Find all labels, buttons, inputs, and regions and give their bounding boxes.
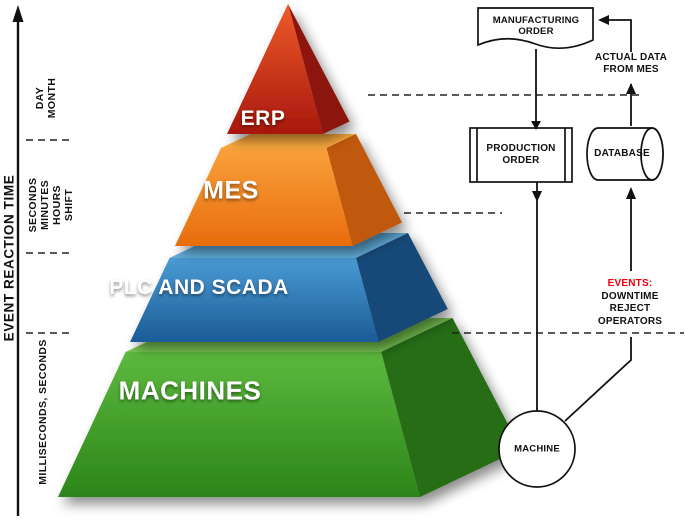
actual-data-line1: ACTUAL DATA — [594, 52, 668, 63]
axis-label-hours: HOURS — [51, 185, 63, 225]
arrowhead-down-po-machine-icon — [532, 191, 542, 202]
production-order-line1: PRODUCTION — [486, 143, 556, 154]
flowchart-shapes — [469, 7, 664, 488]
events-heading: EVENTS: — [607, 278, 653, 289]
events-item-reject: REJECT — [609, 303, 651, 314]
events-label-block: EVENTS: DOWNTIME REJECT OPERATORS — [598, 278, 662, 328]
axis-arrowhead-up-icon — [12, 5, 24, 22]
erp-side-face — [288, 4, 350, 134]
arrowhead-left-to-mo-icon — [598, 15, 609, 25]
axis-label-day: DAY — [34, 86, 46, 110]
actual-data-from-mes-label: ACTUAL DATA FROM MES — [595, 52, 667, 76]
database-label: DATABASE — [594, 148, 650, 159]
axis-level-erp-time: DAY MONTH — [34, 78, 58, 119]
production-order-shape — [469, 127, 573, 183]
axis-label-minutes: MINUTES — [39, 179, 51, 231]
pyramid-layer-machines — [58, 318, 521, 497]
manufacturing-order-label: MANUFACTURING ORDER — [493, 15, 580, 37]
arrow-machine-to-events-line — [564, 337, 632, 422]
mes-front-face — [175, 148, 353, 246]
axis-label-seconds: SECONDS — [27, 177, 39, 233]
arrowhead-up-to-actual-data-icon — [626, 83, 636, 94]
axis-level-machine-time: MILLISECONDS, SECONDS — [37, 339, 49, 485]
manufacturing-order-line2: ORDER — [518, 26, 554, 37]
axis-label-shift: SHIFT — [63, 188, 75, 222]
pyramid-label-mes: MES — [203, 176, 259, 205]
machines-side-face — [381, 318, 521, 497]
pyramid-label-machines: MACHINES — [118, 375, 262, 406]
axis-level-mes-time: SECONDS MINUTES HOURS SHIFT — [27, 178, 75, 233]
axis-title: EVENT REACTION TIME — [1, 174, 17, 342]
pyramid-layer-mes — [175, 134, 402, 246]
arrowhead-down-mo-po-icon — [531, 121, 541, 130]
machine-label: MACHINE — [514, 443, 560, 455]
manufacturing-order-line1: MANUFACTURING — [492, 15, 580, 26]
erp-front-face — [227, 4, 323, 134]
machines-front-face — [58, 352, 420, 497]
plc-side-face — [356, 233, 448, 342]
production-order-label: PRODUCTION ORDER — [486, 143, 555, 167]
level-separators — [26, 94, 684, 334]
pyramid-label-plc-scada: PLC AND SCADA — [109, 276, 289, 299]
arrow-actual-data-to-mo-line — [600, 19, 632, 52]
production-order-line2: ORDER — [502, 155, 540, 166]
actual-data-line2: FROM MES — [603, 64, 659, 75]
arrowhead-up-to-database-icon — [626, 187, 636, 199]
database-cylinder-cap — [640, 127, 664, 181]
events-item-operators: OPERATORS — [597, 315, 663, 327]
manufacturing-order-document-shape — [477, 7, 594, 49]
plc-front-face — [130, 258, 379, 342]
axis-label-month: MONTH — [46, 77, 58, 119]
pyramid-label-erp: ERP — [240, 107, 286, 130]
pyramid-layer-erp — [227, 4, 350, 134]
flowchart-arrowheads — [531, 15, 636, 202]
mes-top-face — [221, 134, 356, 148]
axis-label-milliseconds-seconds: MILLISECONDS, SECONDS — [37, 339, 49, 485]
flowchart-arrows — [535, 19, 632, 422]
events-item-downtime: DOWNTIME — [601, 290, 659, 302]
mes-side-face — [326, 134, 402, 246]
